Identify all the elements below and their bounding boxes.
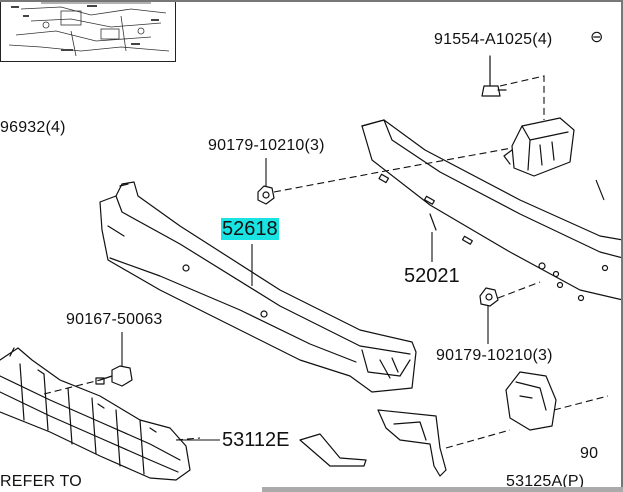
bolt-91554 — [481, 55, 507, 97]
label-90167-50063[interactable]: 90167-50063 — [66, 311, 163, 328]
bracket-53125a — [505, 371, 557, 431]
frame-top-border — [0, 0, 623, 2]
overview-sketch — [8, 2, 170, 57]
nut-90179-bottom — [479, 287, 499, 307]
trim-piece — [299, 433, 367, 467]
frame-right-border — [621, 0, 623, 492]
label-53112e[interactable]: 53112E — [222, 429, 290, 451]
clip-icon: ⊖ — [590, 29, 604, 46]
bracket-upper-right — [503, 117, 575, 177]
clip-90167 — [95, 365, 133, 387]
bracket-lower-middle — [377, 409, 447, 477]
absorber-52618 — [99, 181, 417, 393]
nut-90179-top — [257, 185, 275, 205]
label-90-cut[interactable]: 90 — [580, 445, 599, 462]
grille-53112e — [0, 347, 191, 481]
label-96932[interactable]: 96932(4) — [0, 119, 66, 136]
label-52021[interactable]: 52021 — [404, 265, 460, 287]
label-90179-10210-top[interactable]: 90179-10210(3) — [208, 137, 325, 154]
label-52618[interactable]: 52618 — [221, 218, 279, 240]
horizontal-scrollbar[interactable] — [262, 487, 623, 492]
label-90179-10210-bottom[interactable]: 90179-10210(3) — [436, 347, 553, 364]
refer-to-label[interactable]: REFER TO — [0, 473, 82, 490]
highlight-52618: 52618 — [221, 218, 279, 240]
reinforcement-52021 — [361, 119, 623, 302]
overview-thumbnail[interactable] — [0, 0, 176, 62]
label-91554-a1025[interactable]: 91554-A1025(4) — [434, 31, 553, 48]
label-53125a[interactable]: 53125A(P) — [506, 473, 585, 490]
